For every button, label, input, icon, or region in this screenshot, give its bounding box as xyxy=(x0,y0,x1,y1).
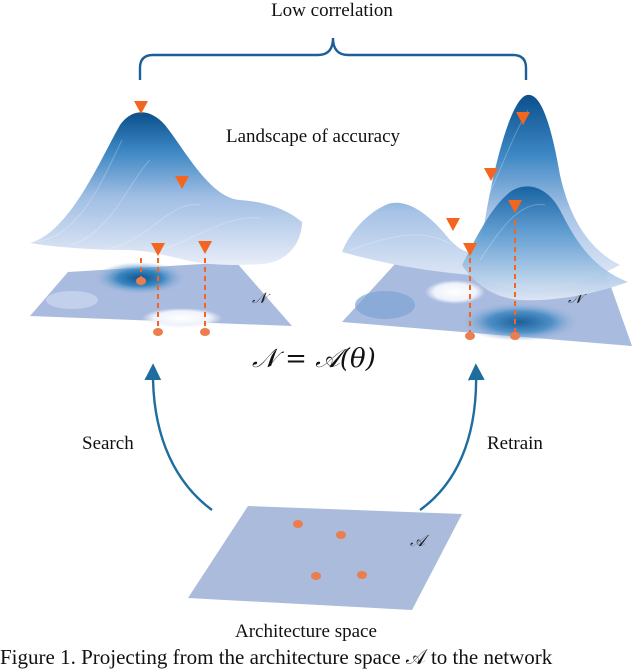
n-symbol-left: 𝒩 xyxy=(252,289,271,307)
right-marker-2 xyxy=(446,218,460,231)
search-label: Search xyxy=(82,433,134,454)
left-marker-low-2 xyxy=(198,241,212,254)
left-marker-peak xyxy=(134,101,148,114)
right-contour-light xyxy=(425,280,485,304)
retrain-arrow xyxy=(419,363,485,511)
right-dot-2 xyxy=(510,332,520,340)
right-secondary-ridge xyxy=(462,186,628,301)
right-contour-dark xyxy=(462,303,578,341)
left-dot-2 xyxy=(153,328,163,336)
a-symbol: 𝒜 xyxy=(410,531,430,550)
right-landscape: 𝒩 xyxy=(342,94,632,346)
right-dot-1 xyxy=(465,332,475,340)
arch-dot-2 xyxy=(336,531,346,539)
right-marker-peak xyxy=(516,112,530,125)
architecture-space-label: Architecture space xyxy=(235,621,377,642)
right-marker-1 xyxy=(484,168,498,181)
right-contour-left xyxy=(355,291,415,319)
arch-dot-3 xyxy=(311,572,321,580)
left-dot-3 xyxy=(200,328,210,336)
right-marker-3 xyxy=(508,200,522,213)
landscape-label: Landscape of accuracy xyxy=(226,126,401,147)
left-contour-low xyxy=(142,308,222,328)
formula-label: 𝒩 = 𝒜(θ) xyxy=(252,344,376,374)
arch-dot-4 xyxy=(357,571,367,579)
figure-caption: Figure 1. Projecting from the architectu… xyxy=(0,645,553,669)
retrain-label: Retrain xyxy=(487,433,543,454)
low-correlation-bracket xyxy=(138,37,528,80)
left-dot-1 xyxy=(136,277,146,285)
left-contour-ring xyxy=(46,291,98,309)
right-marker-4 xyxy=(463,243,477,256)
architecture-plane xyxy=(188,506,462,610)
low-correlation-label: Low correlation xyxy=(271,0,393,21)
arch-dot-1 xyxy=(293,520,303,528)
left-marker-low-1 xyxy=(151,243,165,256)
left-accuracy-surface xyxy=(30,112,302,265)
left-landscape: 𝒩 xyxy=(30,101,302,336)
left-marker-slope xyxy=(175,176,189,189)
search-arrow xyxy=(144,363,213,511)
